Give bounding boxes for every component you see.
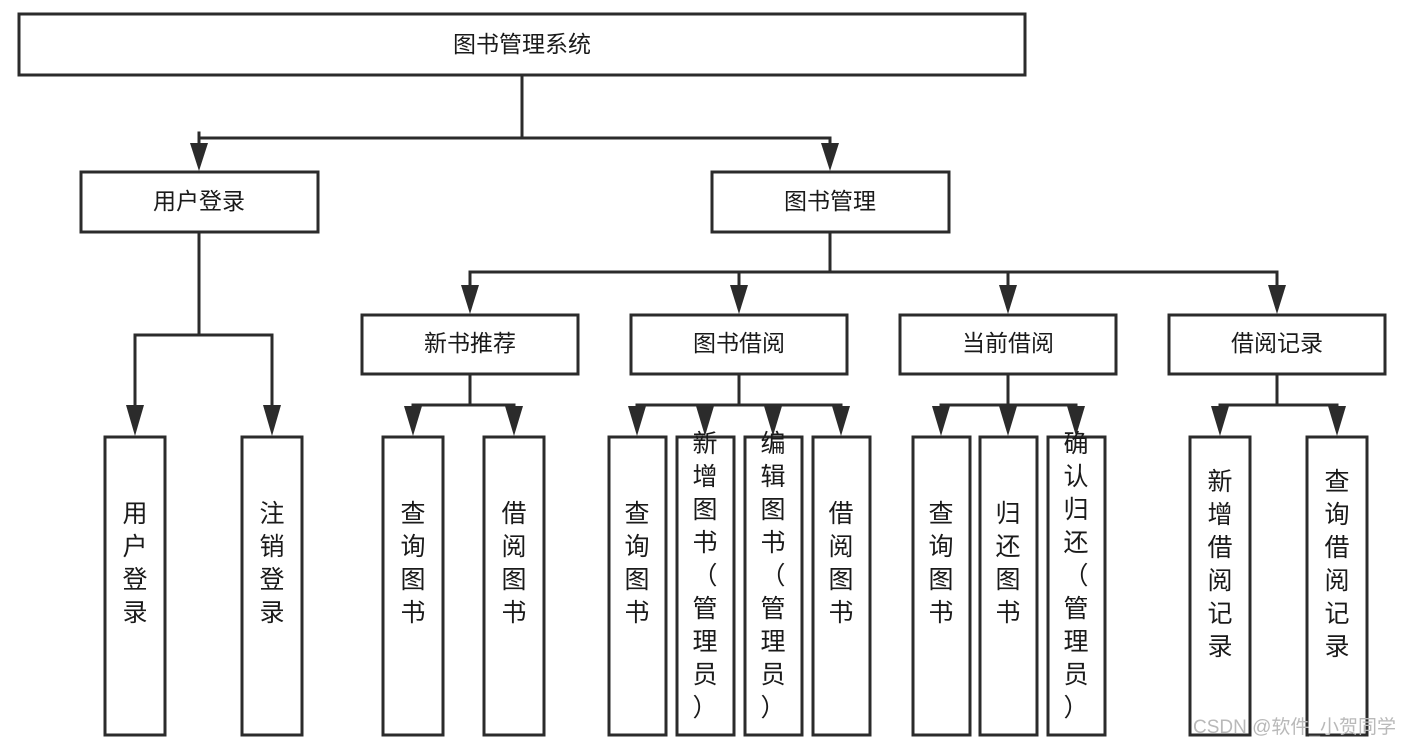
arrow-head-leaf-borrow-book-1	[505, 406, 523, 436]
node-current-borrow[interactable]: 当前借阅	[898, 313, 1118, 376]
arrow-head-user-login	[190, 143, 208, 171]
node-leaf-query-record-box[interactable]	[1305, 435, 1369, 737]
node-leaf-add-record[interactable]: 新增借阅记录	[1188, 435, 1252, 737]
node-leaf-query-book-2[interactable]: 查询图书	[607, 435, 668, 737]
node-leaf-query-book-3-box[interactable]	[911, 435, 972, 737]
node-user-login-box[interactable]	[79, 170, 320, 234]
node-root[interactable]: 图书管理系统	[17, 12, 1027, 77]
arrow-head-borrow-record	[1268, 285, 1286, 314]
node-leaf-confirm-return[interactable]: 确认归还（管理员）	[1046, 430, 1107, 737]
arrow-head-leaf-add-book	[696, 406, 714, 436]
node-leaf-query-book-1-label: 查询图书	[400, 500, 425, 627]
arrow-head-current-borrow	[999, 285, 1017, 314]
arrow-head-leaf-borrow-book-2	[832, 406, 850, 436]
node-leaf-borrow-book-2-box[interactable]	[811, 435, 872, 737]
arrow-head-leaf-user-login	[126, 405, 144, 436]
node-book-borrow-label: 图书借阅	[693, 330, 785, 356]
node-leaf-add-book-label: 新增图书（管理员）	[692, 430, 717, 722]
arrow-head-book-borrow	[730, 285, 748, 314]
node-user-login-label: 用户登录	[153, 188, 245, 214]
node-leaf-user-logout-box[interactable]	[240, 435, 304, 737]
node-current-borrow-box[interactable]	[898, 313, 1118, 376]
node-book-manage-box[interactable]	[710, 170, 951, 234]
node-leaf-edit-book-label: 编辑图书（管理员）	[760, 430, 785, 722]
node-leaf-query-record[interactable]: 查询借阅记录	[1305, 435, 1369, 737]
arrow-head-leaf-edit-book	[764, 406, 782, 436]
arrow-head-new-book-recommend	[461, 285, 479, 314]
node-leaf-user-login-box[interactable]	[103, 435, 167, 737]
node-leaf-add-record-label: 新增借阅记录	[1207, 468, 1232, 661]
node-leaf-borrow-book-2[interactable]: 借阅图书	[811, 435, 872, 737]
node-leaf-add-book-box[interactable]	[675, 435, 736, 737]
node-leaf-query-book-3[interactable]: 查询图书	[911, 435, 972, 737]
node-leaf-user-login-label: 用户登录	[122, 500, 147, 627]
arrow-head-leaf-user-logout	[263, 405, 281, 436]
node-current-borrow-label: 当前借阅	[962, 330, 1054, 356]
node-leaf-query-book-2-label: 查询图书	[624, 500, 649, 627]
node-leaf-add-book[interactable]: 新增图书（管理员）	[675, 430, 736, 737]
node-book-borrow[interactable]: 图书借阅	[629, 313, 849, 376]
arrow-head-book-manage	[821, 143, 839, 171]
arrow-head-leaf-add-record	[1211, 406, 1229, 436]
node-leaf-add-record-box[interactable]	[1188, 435, 1252, 737]
arrow-head-leaf-query-book-2	[628, 406, 646, 436]
node-leaf-return-book-box[interactable]	[978, 435, 1039, 737]
arrow-head-leaf-query-book-1	[404, 406, 422, 436]
node-leaf-return-book-label: 归还图书	[995, 500, 1020, 627]
node-book-borrow-box[interactable]	[629, 313, 849, 376]
node-leaf-query-record-label: 查询借阅记录	[1324, 468, 1349, 661]
node-new-book-recommend-box[interactable]	[360, 313, 580, 376]
node-borrow-record[interactable]: 借阅记录	[1167, 313, 1387, 376]
arrow-head-leaf-query-record	[1328, 406, 1346, 436]
node-borrow-record-box[interactable]	[1167, 313, 1387, 376]
node-root-label: 图书管理系统	[453, 31, 591, 57]
arrow-head-leaf-query-book-3	[932, 406, 950, 436]
node-leaf-query-book-1-box[interactable]	[381, 435, 445, 737]
node-user-login[interactable]: 用户登录	[79, 170, 320, 234]
node-leaf-borrow-book-1-box[interactable]	[482, 435, 546, 737]
node-leaf-query-book-2-box[interactable]	[607, 435, 668, 737]
node-root-box[interactable]	[17, 12, 1027, 77]
node-borrow-record-label: 借阅记录	[1231, 330, 1323, 356]
node-leaf-edit-book[interactable]: 编辑图书（管理员）	[743, 430, 804, 737]
node-book-manage-label: 图书管理	[784, 188, 876, 214]
node-leaf-borrow-book-2-label: 借阅图书	[828, 500, 853, 627]
node-leaf-user-logout-label: 注销登录	[259, 500, 284, 627]
node-book-manage[interactable]: 图书管理	[710, 170, 951, 234]
node-new-book-recommend[interactable]: 新书推荐	[360, 313, 580, 376]
node-new-book-recommend-label: 新书推荐	[424, 330, 516, 356]
node-leaf-confirm-return-box[interactable]	[1046, 435, 1107, 737]
arrow-head-leaf-confirm-return	[1067, 406, 1085, 436]
node-leaf-user-login[interactable]: 用户登录	[103, 435, 167, 737]
node-leaf-edit-book-box[interactable]	[743, 435, 804, 737]
node-leaf-borrow-book-1-label: 借阅图书	[501, 500, 526, 627]
node-leaf-query-book-1[interactable]: 查询图书	[381, 435, 445, 737]
node-leaf-query-book-3-label: 查询图书	[928, 500, 953, 627]
csdn-watermark: CSDN @软件_小贺同学	[1193, 716, 1396, 738]
node-leaf-confirm-return-label: 确认归还（管理员）	[1063, 430, 1088, 722]
connector-layer	[126, 74, 1346, 436]
node-leaf-user-logout[interactable]: 注销登录	[240, 435, 304, 737]
node-leaf-return-book[interactable]: 归还图书	[978, 435, 1039, 737]
node-leaf-borrow-book-1[interactable]: 借阅图书	[482, 435, 546, 737]
arrow-head-leaf-return-book	[999, 406, 1017, 436]
